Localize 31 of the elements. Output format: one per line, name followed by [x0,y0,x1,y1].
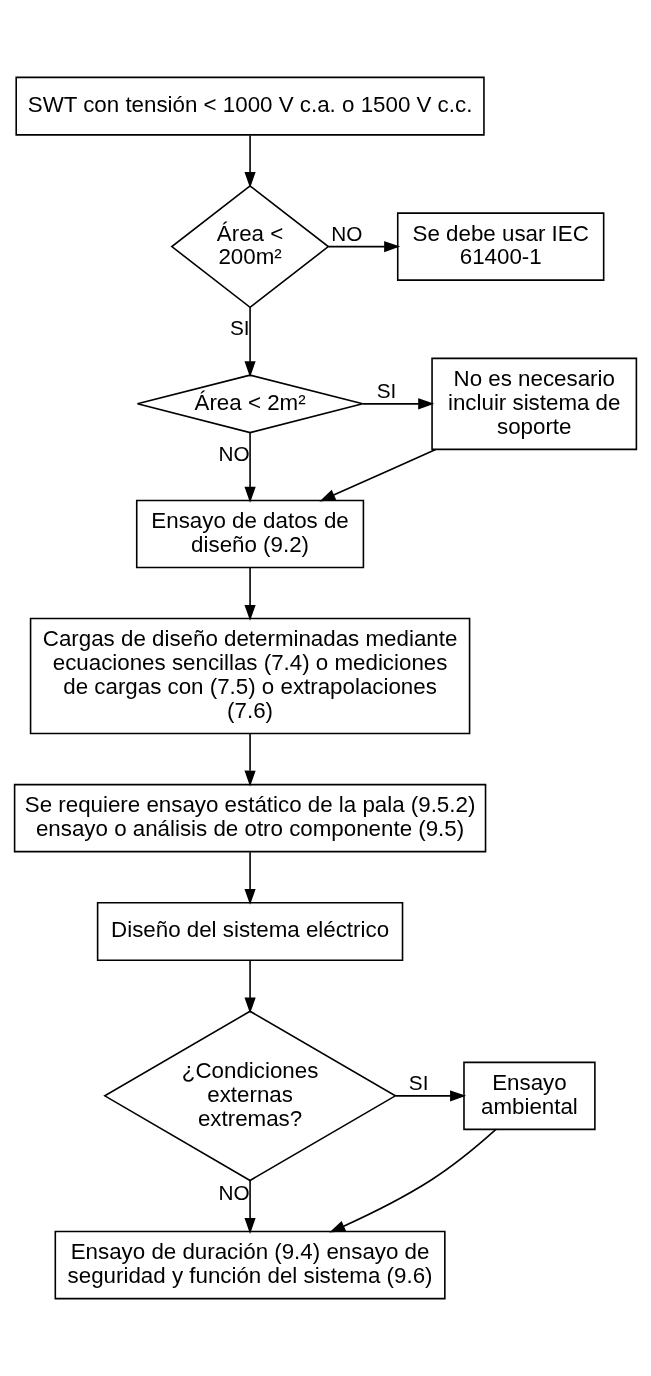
arrow [327,241,401,253]
arrow [329,1128,497,1233]
node-diamond: ¿Condiciones externas extremas? [103,1010,397,1182]
arrow [244,134,256,188]
edge-label: NO [218,1181,250,1205]
arrow [244,851,256,905]
arrow [244,566,256,621]
node-box: Ensayo de duración (9.4) ensayo de seguridad y función del sistema (9.6) [54,1230,446,1300]
edge-label: SI [408,1071,429,1095]
arrow [394,1090,467,1102]
edge-label: NO [218,442,250,466]
node-box: SWT con tensión < 1000 V c.a. o 1500 V c.c. [15,76,485,136]
edge-label: SI [229,316,250,340]
edge-label: NO [331,221,363,245]
node-box: Ensayo de datos de diseño (9.2) [135,499,365,569]
arrow [244,1179,256,1234]
node-box: Diseño del sistema eléctrico [96,901,404,961]
node-box: Se debe usar IEC 61400-1 [396,212,605,281]
arrow [319,448,437,502]
node-box: Se requiere ensayo estático de la pala (9.5.2) ensayo o análisis de otro componente (9.5) [13,783,487,853]
node-box: Cargas de diseño determinadas mediante ecuaciones sencillas (7.4) o mediciones de cargas con (7.5) o extrapolaciones (7.6) [29,617,471,735]
edge-label: SI [376,379,397,403]
node-diamond: Área < 2m² [136,374,364,434]
node-box: Ensayo ambiental [463,1061,596,1131]
arrow [244,432,256,503]
node-diamond: Área < 200m² [170,184,330,309]
arrow [244,959,256,1014]
arrow [244,306,256,378]
arrow [244,732,256,787]
node-box: No es necesario incluir sistema de soporte [431,357,638,451]
arrow [361,398,435,410]
